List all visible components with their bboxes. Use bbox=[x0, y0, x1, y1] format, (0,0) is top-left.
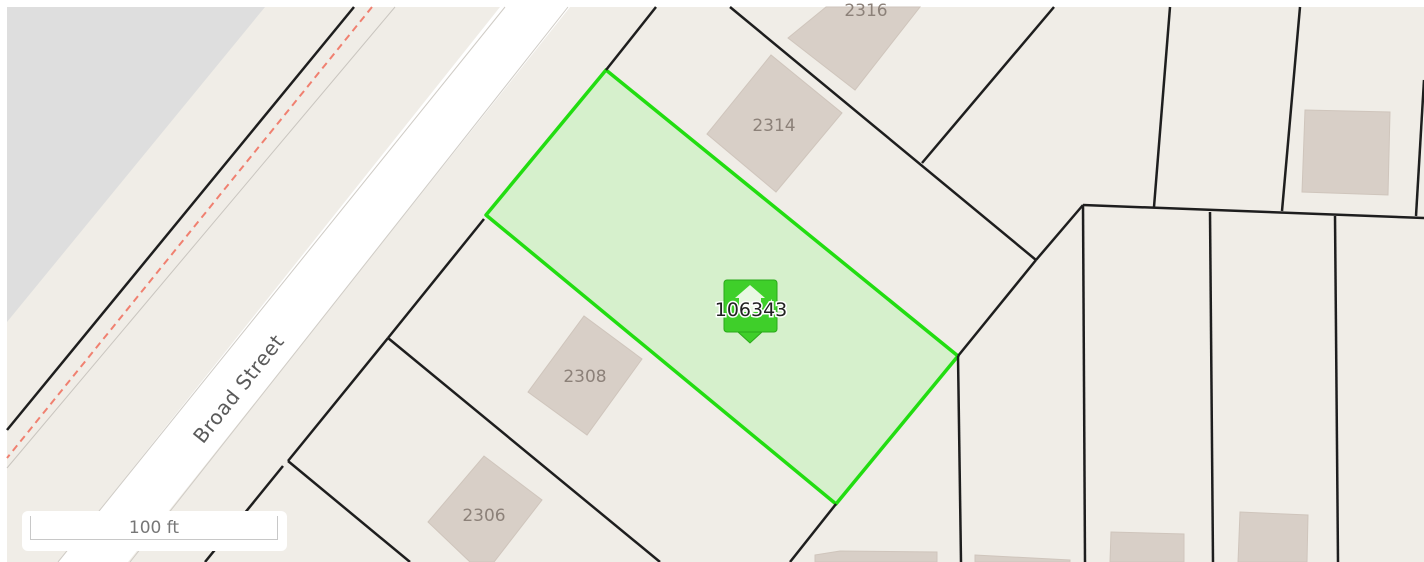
building-2314 bbox=[706, 54, 843, 193]
scale-bar: 100 ft bbox=[22, 511, 287, 551]
building-bottom-1 bbox=[814, 550, 938, 562]
parcel-id-label: 106343 bbox=[715, 299, 788, 321]
broad-street-road bbox=[58, 7, 570, 562]
buildings bbox=[427, 6, 1391, 562]
home-icon bbox=[735, 285, 765, 312]
building-bottom-3 bbox=[1109, 531, 1185, 562]
road-edge-line bbox=[129, 6, 569, 562]
boundary-dashed-line bbox=[6, 6, 373, 459]
building-ne bbox=[1301, 109, 1391, 196]
building-2316 bbox=[787, 6, 922, 91]
road-edge-line bbox=[57, 6, 506, 562]
parcel-lines bbox=[204, 6, 1424, 562]
lot-number-2306: 2306 bbox=[462, 506, 505, 526]
building-bottom-4 bbox=[1237, 511, 1309, 562]
marker-tip bbox=[736, 331, 764, 344]
lot-number-2314: 2314 bbox=[752, 116, 795, 136]
building-2306 bbox=[427, 455, 543, 562]
parcel-boundary-line bbox=[6, 6, 355, 431]
scale-label: 100 ft bbox=[30, 516, 278, 540]
building-bottom-2 bbox=[974, 554, 1071, 562]
building-2308 bbox=[527, 315, 643, 436]
lot-number-2308: 2308 bbox=[563, 367, 606, 387]
lot-number-2316: 2316 bbox=[844, 1, 887, 21]
gray-area bbox=[7, 7, 265, 322]
road-edge-line bbox=[6, 6, 396, 469]
parcel-marker[interactable]: 106343 bbox=[713, 279, 789, 344]
